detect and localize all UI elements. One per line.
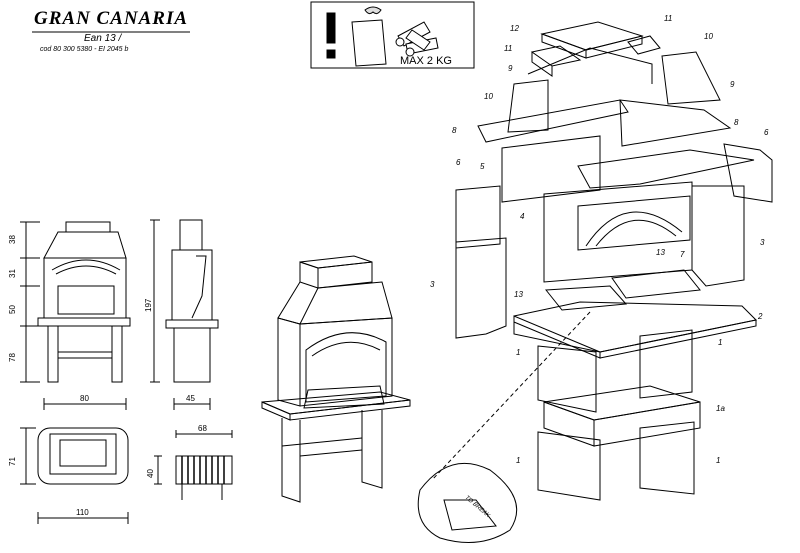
- side-view: [150, 219, 219, 410]
- part-9b: 9: [730, 80, 735, 89]
- part-8a: 8: [452, 126, 457, 135]
- break-guide-line: [431, 311, 591, 481]
- part-3b: 3: [760, 238, 765, 247]
- grill-view: [154, 430, 233, 500]
- top-view: [20, 427, 129, 524]
- max-load-label: MAX 2 KG: [400, 55, 452, 67]
- part-1a-shelf: 1a: [716, 404, 725, 413]
- product-code: cod 80 300 5380 - EI 2045 b: [40, 46, 129, 53]
- dim-71: 71: [8, 457, 17, 466]
- warning-box: [310, 1, 475, 69]
- dim-197: 197: [144, 298, 153, 312]
- part-13a: 13: [656, 248, 665, 257]
- dim-110: 110: [76, 508, 89, 517]
- part-11a: 11: [664, 14, 673, 23]
- part-2: 2: [758, 312, 763, 321]
- part-5: 5: [480, 162, 485, 171]
- part-3a: 3: [430, 280, 435, 289]
- part-8b: 8: [734, 118, 739, 127]
- part-9a: 9: [508, 64, 513, 73]
- isometric-barbecue: [261, 255, 411, 503]
- product-title: GRAN CANARIA: [34, 8, 189, 29]
- dim-78: 78: [8, 353, 17, 362]
- front-view: [20, 221, 131, 410]
- part-1b: 1: [718, 338, 723, 347]
- dim-38: 38: [8, 235, 17, 244]
- dim-68: 68: [198, 424, 207, 433]
- exclamation-dot: [326, 49, 336, 59]
- part-6b: 6: [764, 128, 769, 137]
- part-7: 7: [680, 250, 685, 259]
- ean-code: Ean 13 /: [84, 33, 122, 44]
- part-11b: 11: [504, 44, 513, 53]
- dim-50: 50: [8, 305, 17, 314]
- dim-45: 45: [186, 394, 195, 403]
- part-1d: 1: [716, 456, 721, 465]
- part-1a: 1: [516, 348, 521, 357]
- wood-logs-icon: [395, 21, 439, 57]
- exclamation-icon: [326, 12, 336, 44]
- dim-80: 80: [80, 394, 89, 403]
- part-1c: 1: [516, 456, 521, 465]
- part-10a: 10: [704, 32, 713, 41]
- dim-31: 31: [8, 269, 17, 278]
- part-10b: 10: [484, 92, 493, 101]
- exploded-view: [417, 21, 773, 543]
- part-13b: 13: [514, 290, 523, 299]
- part-12: 12: [510, 24, 519, 33]
- part-6a: 6: [456, 158, 461, 167]
- part-4: 4: [520, 212, 525, 221]
- charcoal-bag-icon: [351, 6, 387, 67]
- dim-40: 40: [146, 469, 155, 478]
